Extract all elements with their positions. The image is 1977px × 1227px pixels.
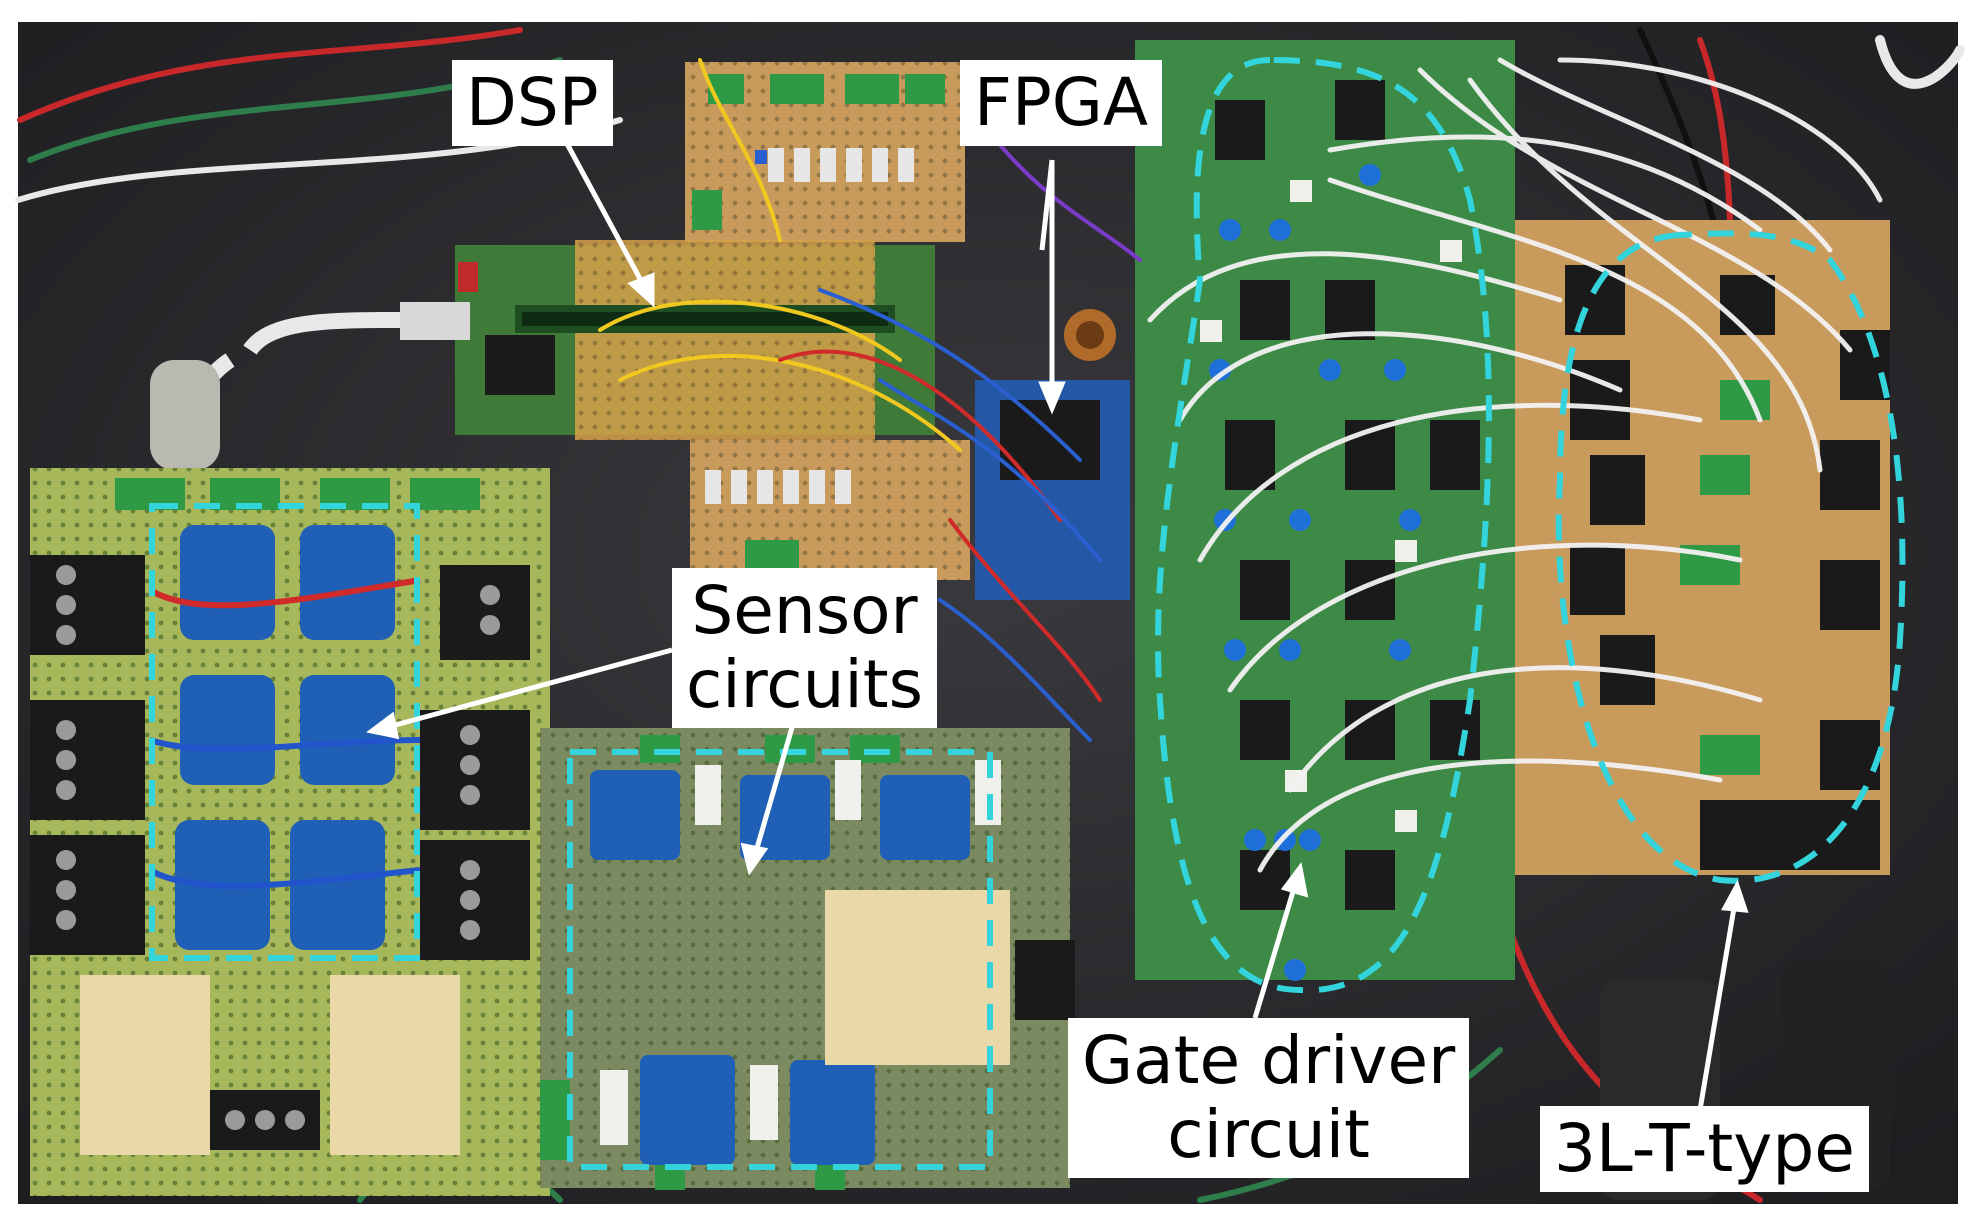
dsp-arrow: [562, 138, 648, 290]
middle-sensor-board: [540, 728, 1075, 1190]
sensor-board-1-outline: [149, 503, 420, 961]
sensor-board-2-outline: [567, 749, 993, 1170]
gate-driver-circuit-label: Gate driver circuit: [1068, 1018, 1470, 1178]
fpga-arrow-2: [1039, 159, 1055, 251]
sensor-circuits-line2: circuits: [686, 645, 924, 723]
gate-driver-circuit-line2: circuit: [1167, 1095, 1370, 1173]
3l-t-type-outline: [1555, 230, 1906, 884]
3l-t-type-arrow: [1697, 901, 1738, 1111]
dsp-label: DSP: [452, 60, 613, 146]
sensor-circuits-label: Sensor circuits: [672, 568, 938, 728]
sensor-arrow-1: [387, 647, 673, 730]
jumper-wires: [598, 58, 1142, 742]
3l-t-type-label: 3L-T-type: [1540, 1106, 1869, 1192]
gate-driver-board: [1135, 40, 1515, 981]
left-sensor-board: [30, 468, 550, 1196]
dashed-region-outlines: [149, 56, 1906, 1170]
dsp-board: [150, 240, 935, 472]
fpga-label-text: FPGA: [974, 64, 1149, 141]
3l-t-type-label-text: 3L-T-type: [1554, 1110, 1855, 1187]
annotation-arrows: [366, 138, 1749, 1111]
dsp-label-text: DSP: [466, 64, 599, 141]
white-harness-cables: [1147, 57, 1883, 873]
top-perfboard: [685, 62, 970, 580]
gate-driver-arrow: [1252, 884, 1298, 1019]
gate-driver-circuit-line1: Gate driver: [1082, 1022, 1456, 1099]
sensor-circuits-line1: Sensor: [691, 572, 918, 649]
fpga-label: FPGA: [960, 60, 1163, 146]
